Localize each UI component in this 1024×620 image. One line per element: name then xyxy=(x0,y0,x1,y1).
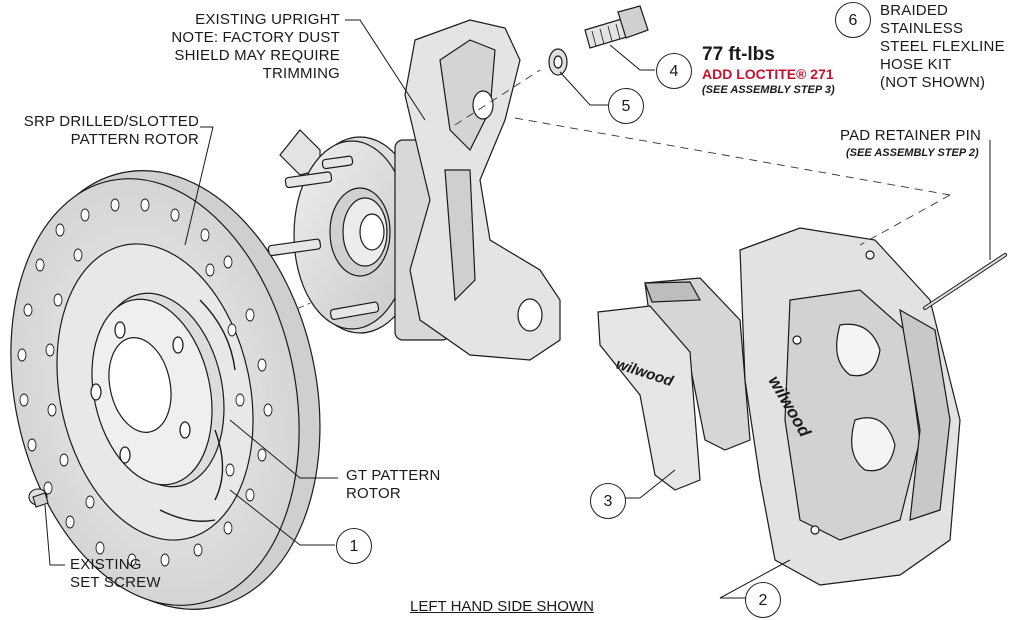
upright xyxy=(404,19,561,361)
set-screw xyxy=(28,488,49,508)
existing-upright-label: EXISTING UPRIGHT NOTE: FACTORY DUST SHIE… xyxy=(171,11,340,82)
callout-2: 2 xyxy=(745,582,781,618)
callout-4: 4 xyxy=(656,53,692,89)
footer-note: LEFT HAND SIDE SHOWN xyxy=(410,598,594,615)
rotor xyxy=(10,170,321,610)
hub xyxy=(267,129,451,341)
assembly-paths xyxy=(454,69,951,246)
callout-3: 3 xyxy=(590,483,626,519)
brake-pads xyxy=(597,277,751,491)
pad-retainer-note: (SEE ASSEMBLY STEP 2) xyxy=(846,147,979,159)
loctite-note: ADD LOCTITE® 271 xyxy=(702,66,834,82)
pad-retainer-pin-label: PAD RETAINER PIN xyxy=(840,127,981,144)
gt-rotor-label: GT PATTERN ROTOR xyxy=(346,467,441,502)
leader-lines xyxy=(44,19,991,599)
caliper xyxy=(739,227,961,586)
callout-1: 1 xyxy=(336,528,372,564)
callout-6: 6 xyxy=(835,2,871,38)
braided-hose-label: BRAIDED STAINLESS STEEL FLEXLINE HOSE KI… xyxy=(880,2,1005,91)
set-screw-label: EXISTING SET SCREW xyxy=(70,556,161,591)
srp-rotor-label: SRP DRILLED/SLOTTED PATTERN ROTOR xyxy=(23,113,199,148)
torque-spec: 77 ft-lbs xyxy=(702,44,775,65)
washer xyxy=(548,48,568,76)
torque-step-note: (SEE ASSEMBLY STEP 3) xyxy=(702,84,835,96)
callout-5: 5 xyxy=(608,88,644,124)
caliper-bolt xyxy=(584,5,649,49)
